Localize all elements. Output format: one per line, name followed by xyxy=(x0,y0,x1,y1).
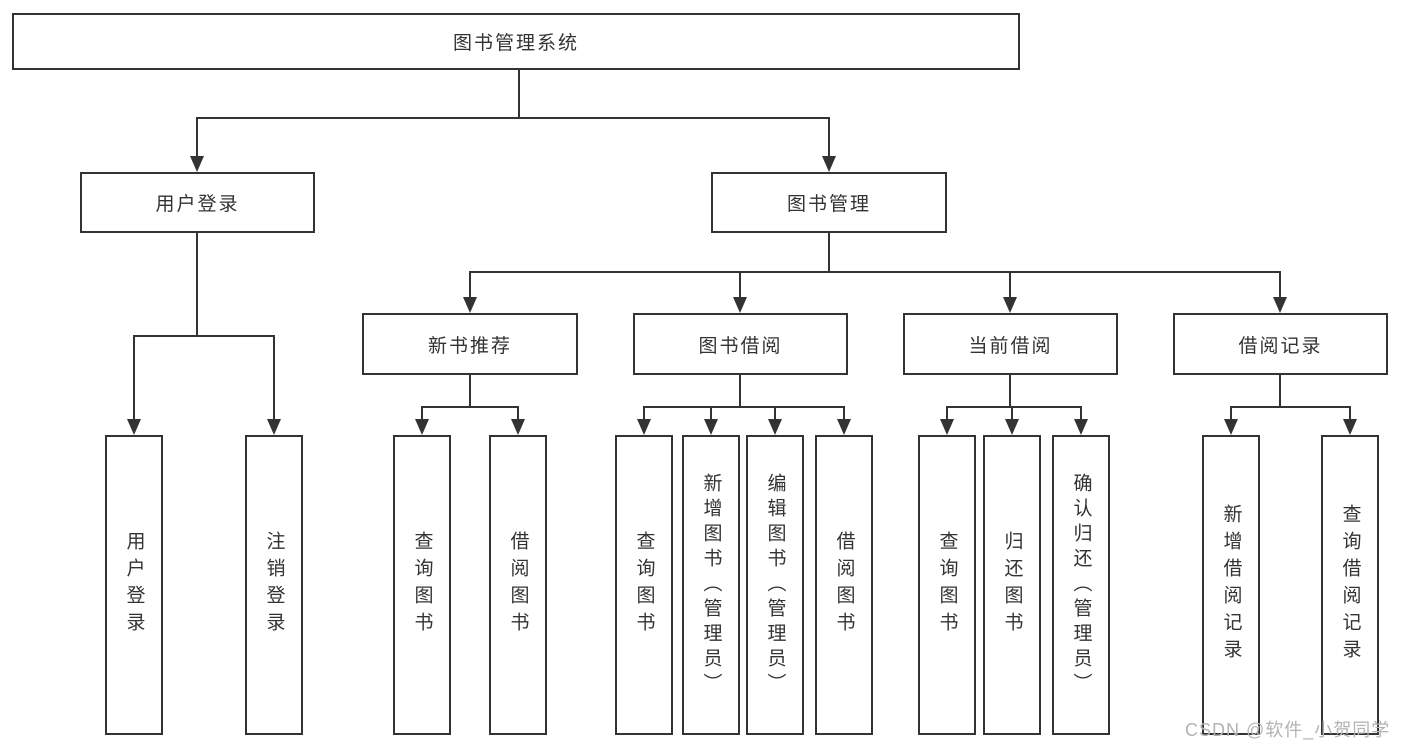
leaf-confirm-return-admin: 确认归还（管理员） xyxy=(1052,435,1110,735)
arrowhead-add-borrow-record xyxy=(1224,419,1238,435)
arrowhead-user-login xyxy=(190,156,204,172)
connector-current-borrow-rail xyxy=(946,406,1082,408)
leaf-query-borrow-record: 查询借阅记录 xyxy=(1321,435,1379,735)
arrowhead-current-borrow xyxy=(1003,297,1017,313)
arrowhead-borrow-book-rec xyxy=(511,419,525,435)
node-user-login: 用户登录 xyxy=(80,172,315,233)
connector-root-to-book-mgmt xyxy=(828,117,830,159)
connector-to-return-book xyxy=(1011,406,1013,421)
connector-to-query-book-borrow xyxy=(643,406,645,421)
leaf-query-book-rec: 查询图书 xyxy=(393,435,451,735)
node-book-borrow: 图书借阅 xyxy=(633,313,848,375)
connector-to-query-book-current xyxy=(946,406,948,421)
csdn-watermark: CSDN @软件_小贺同学 xyxy=(1185,720,1391,740)
arrowhead-query-book-current xyxy=(940,419,954,435)
connector-to-borrow-book-borrow xyxy=(843,406,845,421)
node-book-mgmt: 图书管理 xyxy=(711,172,947,233)
connector-to-add-book-admin xyxy=(710,406,712,421)
connector-to-leaf-logout xyxy=(273,335,275,421)
leaf-borrow-book-rec: 借阅图书 xyxy=(489,435,547,735)
arrowhead-book-mgmt xyxy=(822,156,836,172)
arrowhead-leaf-logout xyxy=(267,419,281,435)
leaf-add-borrow-record: 新增借阅记录 xyxy=(1202,435,1260,735)
arrowhead-confirm-return xyxy=(1074,419,1088,435)
connector-user-login-rail xyxy=(133,335,274,337)
leaf-user-login: 用户登录 xyxy=(105,435,163,735)
arrowhead-borrow-record xyxy=(1273,297,1287,313)
connector-book-mgmt-rail xyxy=(469,271,1281,273)
arrowhead-query-borrow-record xyxy=(1343,419,1357,435)
leaf-add-book-admin: 新增图书（管理员） xyxy=(682,435,740,735)
leaf-query-book-current: 查询图书 xyxy=(918,435,976,735)
node-borrow-record: 借阅记录 xyxy=(1173,313,1388,375)
connector-to-book-borrow xyxy=(739,271,741,300)
arrowhead-new-book-rec xyxy=(463,297,477,313)
connector-borrow-record-stem xyxy=(1279,375,1281,408)
leaf-borrow-book-borrow: 借阅图书 xyxy=(815,435,873,735)
connector-new-book-rec-rail xyxy=(421,406,519,408)
node-root-system: 图书管理系统 xyxy=(12,13,1020,70)
connector-root-stem xyxy=(518,70,520,119)
arrowhead-query-book-rec xyxy=(415,419,429,435)
connector-to-leaf-user-login xyxy=(133,335,135,421)
arrowhead-edit-book-admin xyxy=(768,419,782,435)
connector-to-borrow-book-rec xyxy=(517,406,519,421)
connector-to-confirm-return xyxy=(1080,406,1082,421)
connector-to-new-book-rec xyxy=(469,271,471,300)
connector-root-to-user-login xyxy=(196,117,198,159)
leaf-logout: 注销登录 xyxy=(245,435,303,735)
connector-current-borrow-stem xyxy=(1009,375,1011,408)
node-new-book-rec: 新书推荐 xyxy=(362,313,578,375)
connector-to-query-borrow-record xyxy=(1349,406,1351,421)
leaf-query-book-borrow: 查询图书 xyxy=(615,435,673,735)
arrowhead-borrow-book-borrow xyxy=(837,419,851,435)
connector-to-query-book-rec xyxy=(421,406,423,421)
connector-user-login-stem xyxy=(196,233,198,337)
connector-to-borrow-record xyxy=(1279,271,1281,300)
connector-book-borrow-rail xyxy=(643,406,845,408)
node-current-borrow: 当前借阅 xyxy=(903,313,1118,375)
arrowhead-book-borrow xyxy=(733,297,747,313)
connector-book-mgmt-stem xyxy=(828,233,830,273)
leaf-return-book: 归还图书 xyxy=(983,435,1041,735)
arrowhead-return-book xyxy=(1005,419,1019,435)
connector-new-book-rec-stem xyxy=(469,375,471,408)
connector-to-add-borrow-record xyxy=(1230,406,1232,421)
connector-to-edit-book-admin xyxy=(774,406,776,421)
leaf-edit-book-admin: 编辑图书（管理员） xyxy=(746,435,804,735)
connector-borrow-record-rail xyxy=(1230,406,1351,408)
connector-book-borrow-stem xyxy=(739,375,741,408)
arrowhead-query-book-borrow xyxy=(637,419,651,435)
arrowhead-add-book-admin xyxy=(704,419,718,435)
connector-to-current-borrow xyxy=(1009,271,1011,300)
arrowhead-leaf-user-login xyxy=(127,419,141,435)
connector-root-rail xyxy=(196,117,830,119)
